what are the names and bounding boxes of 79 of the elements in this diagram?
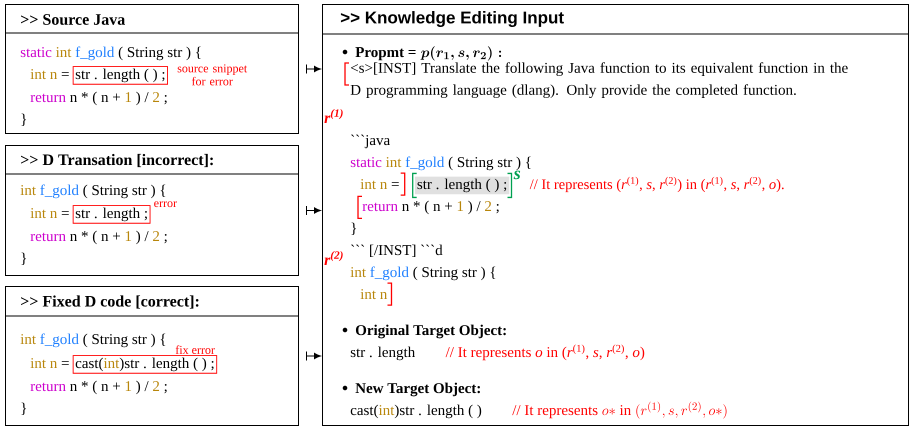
node-label: return	[362, 202, 398, 212]
comment: $\textrm{// It represents }o{*}\textrm{ in }(r^{(1)}, s, r^{(2)}, o{*})$	[512, 402, 727, 419]
comment: // It represents o in (r$^{(1)}$, s, r$^{(2)}$, o)	[446, 344, 644, 360]
node-label: 1	[458, 201, 464, 212]
code-line: int f_gold ( String str ) {	[20, 184, 166, 198]
node-label: 2	[153, 231, 160, 242]
bullet-heading: Original Target Object:	[356, 324, 506, 338]
node-label: ) /	[468, 200, 481, 214]
node-label: ) /	[136, 230, 149, 244]
node-label: ;	[164, 234, 167, 244]
code-line: }	[22, 252, 26, 265]
code-line: }	[22, 114, 26, 126]
panel-heading: >> Source Java	[21, 14, 125, 25]
relation-label: r$^{(1)}$	[324, 108, 344, 124]
node-label: 1	[126, 381, 132, 392]
arrow	[306, 351, 321, 361]
code-line: int n =	[360, 179, 399, 190]
code-line: int n =	[30, 358, 69, 368]
code-line: int n =	[30, 208, 69, 218]
code-line: }	[22, 402, 26, 416]
node-label: static	[350, 157, 382, 168]
panel-heading: >> Knowledge Editing Input	[340, 11, 564, 27]
arrow	[306, 206, 321, 216]
node-label: ;	[164, 384, 167, 394]
prompt-text: <s>[INST] Translate the following Java function to its equivalent function in the D programming language (dlang). Only provide the completed function.	[350, 62, 848, 98]
node-label: int	[56, 47, 72, 58]
highlight-box: str . length ( ) ;	[414, 176, 510, 194]
node-label: n * ( n +	[70, 92, 120, 106]
highlight-box: str . length ( ) ;	[72, 66, 168, 85]
annotation: source snippet for error	[178, 64, 248, 86]
code-line: int f_gold ( String str ) {	[20, 333, 166, 348]
node-label: ) /	[136, 92, 149, 106]
node-label: 1	[126, 92, 132, 102]
node-label: n * ( n +	[70, 230, 120, 244]
highlight-box: str . length ;	[72, 205, 150, 224]
highlight-box: cast(int)str . length ( ) ;	[72, 355, 218, 374]
code-snippet: cast(int)str . length ( )	[350, 404, 482, 418]
node-label: ;	[164, 94, 167, 104]
bullet-heading: New Target Object:	[356, 382, 480, 396]
node-label: static	[20, 47, 52, 58]
comment: // It represents (r$^{(1)}$, s, r$^{(2)}$) in (r$^{(1)}$, s, r$^{(2)}$, o).	[530, 176, 784, 192]
bullet-heading: Propmt =	[355, 47, 416, 60]
node-label: return	[30, 382, 66, 392]
node-label: 1	[126, 231, 132, 242]
relation-label: r$^{(2)}$	[324, 250, 344, 266]
node-label: f_gold	[76, 46, 114, 60]
code-line: return n * ( n + 1 ) / 2 ;	[362, 200, 499, 214]
code-line: static int f_gold ( String str ) {	[350, 156, 531, 170]
panel-heading: >> Fixed D code [correct]:	[21, 295, 198, 309]
code-line: static int f_gold ( String str ) {	[20, 46, 201, 60]
node-label: ( String str ) {	[448, 156, 531, 170]
code-line: int f_gold ( String str ) {	[350, 266, 496, 280]
code-line: ```java	[351, 134, 390, 148]
code-line: return n * ( n + 1 ) / 2 ;	[30, 92, 167, 106]
node-label: f_gold	[406, 156, 444, 170]
node-label: n * ( n +	[402, 200, 452, 214]
annotation: fix error	[176, 345, 215, 354]
code-line: ``` [/INST] ```d	[351, 244, 442, 258]
arrow	[306, 64, 321, 74]
node-label: n * ( n +	[70, 380, 120, 394]
code-line: int n =	[30, 69, 69, 80]
bullet-heading: $\boldsymbol{p(r_{1}, s, r_{2}):}$	[420, 46, 502, 61]
node-label: ( String str ) {	[118, 46, 201, 60]
code-snippet: str . length	[350, 346, 415, 360]
node-label: 2	[153, 381, 160, 392]
code-line: return n * ( n + 1 ) / 2 ;	[30, 230, 167, 244]
node-label: return	[30, 94, 66, 102]
node-label: 2	[485, 201, 492, 212]
annotation: error	[154, 201, 177, 208]
node-label: ;	[496, 204, 499, 214]
panel-heading: >> D Transation [incorrect]:	[21, 154, 213, 168]
code-line: int n	[360, 289, 388, 300]
node-label: ) /	[136, 380, 149, 394]
node-label: return	[30, 232, 66, 242]
node-label: 2	[153, 92, 160, 102]
subject-label: s	[514, 170, 520, 180]
node-label: int	[386, 157, 402, 168]
code-line: }	[352, 222, 356, 235]
code-line: return n * ( n + 1 ) / 2 ;	[30, 380, 167, 394]
